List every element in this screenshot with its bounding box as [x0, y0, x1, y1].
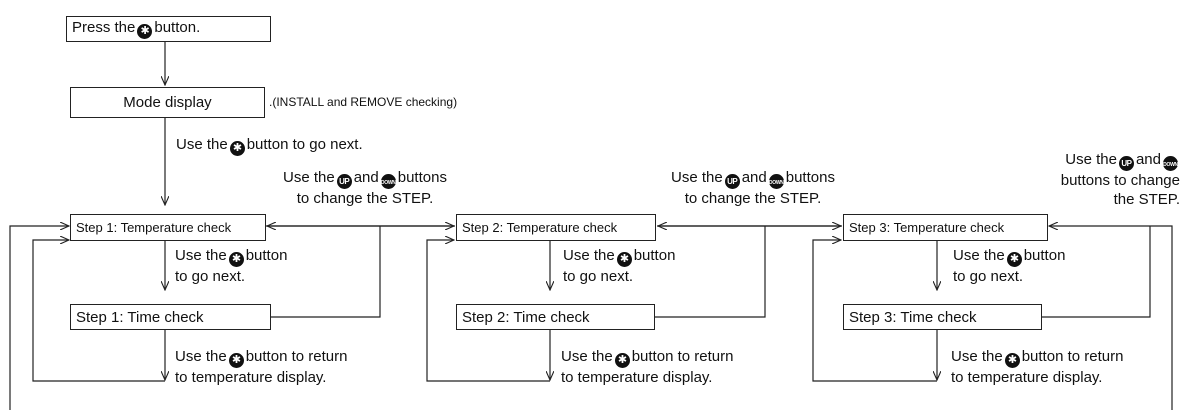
set-button-icon	[616, 252, 632, 267]
step3-temperature-label: Step 3: Temperature check	[849, 220, 1005, 235]
step2-temperature-box: Step 2: Temperature check	[456, 214, 656, 241]
change-step-note-1: Use the and buttons to change the STEP.	[244, 168, 486, 208]
change-step-post: buttons	[397, 169, 447, 186]
step1-time-label: Step 1: Time check	[76, 308, 204, 326]
start-box: Press the button.	[66, 16, 271, 42]
step2-return-note: Use the button to return to temperature d…	[561, 347, 733, 387]
up-button-icon	[1118, 156, 1134, 171]
set-button-icon	[229, 141, 245, 156]
step3-time-box: Step 3: Time check	[843, 304, 1042, 330]
change-step-line2: to change the STEP.	[296, 190, 434, 207]
step2-go-next-note: Use the button to go next.	[563, 246, 675, 286]
return-post: button to return	[245, 348, 348, 365]
mode-display-box: Mode display	[70, 87, 265, 118]
go-next-post: button to go next.	[246, 136, 363, 153]
return-pre: Use the	[175, 348, 227, 365]
set-button-icon	[1006, 252, 1022, 267]
change-step-post: buttons	[785, 169, 835, 186]
start-post-text: button.	[154, 18, 201, 36]
mode-display-label: Mode display	[123, 94, 212, 111]
step2-time-to-step3	[655, 226, 766, 318]
set-button-icon	[137, 23, 153, 39]
up-button-icon	[336, 174, 352, 189]
return-pre: Use the	[561, 348, 613, 365]
outer-left-line	[9, 226, 69, 410]
step2-time-box: Step 2: Time check	[456, 304, 655, 330]
down-button-icon	[380, 174, 396, 189]
outer-return-line	[1049, 226, 1173, 410]
go-next-short-line2: to go next.	[563, 268, 634, 285]
step3-time-label: Step 3: Time check	[849, 308, 977, 326]
change-step3-line3: the STEP.	[1113, 191, 1180, 208]
go-next-note: Use the button to go next.	[176, 135, 363, 156]
change-step-line2: to change the STEP.	[684, 190, 822, 207]
down-button-icon	[768, 174, 784, 189]
go-next-short-pre: Use the	[175, 247, 227, 264]
change-step3-pre: Use the	[1065, 151, 1117, 168]
step1-go-next-note: Use the button to go next.	[175, 246, 287, 286]
step3-temperature-box: Step 3: Temperature check	[843, 214, 1048, 241]
step1-return-loop	[32, 240, 165, 382]
go-next-short-line2: to go next.	[175, 268, 246, 285]
go-next-pre: Use the	[176, 136, 228, 153]
set-button-icon	[228, 353, 244, 368]
step1-time-to-step2	[271, 226, 381, 318]
go-next-short-pre: Use the	[563, 247, 615, 264]
change-step3-line2: buttons to change	[1060, 172, 1180, 189]
down-button-icon	[1163, 156, 1178, 171]
go-next-short-post: button	[1023, 247, 1066, 264]
step3-go-next-note: Use the button to go next.	[953, 246, 1065, 286]
change-step-and: and	[353, 169, 379, 186]
set-button-icon	[614, 353, 630, 368]
return-line2: to temperature display.	[175, 369, 327, 386]
return-post: button to return	[1021, 348, 1124, 365]
step1-time-box: Step 1: Time check	[70, 304, 271, 330]
step2-time-label: Step 2: Time check	[462, 308, 590, 326]
change-step3-and: and	[1135, 151, 1161, 168]
up-button-icon	[724, 174, 740, 189]
mode-note: .(INSTALL and REMOVE checking)	[269, 95, 458, 109]
start-pre-text: Press the	[72, 18, 136, 36]
set-button-icon	[228, 252, 244, 267]
change-step-note-3: Use the and buttons to change the STEP.	[1010, 150, 1180, 209]
set-button-icon	[1004, 353, 1020, 368]
step2-temperature-label: Step 2: Temperature check	[462, 220, 618, 235]
return-line2: to temperature display.	[951, 369, 1103, 386]
return-pre: Use the	[951, 348, 1003, 365]
step1-temperature-box: Step 1: Temperature check	[70, 214, 266, 241]
change-step-and: and	[741, 169, 767, 186]
step1-return-note: Use the button to return to temperature d…	[175, 347, 347, 387]
return-line2: to temperature display.	[561, 369, 713, 386]
go-next-short-post: button	[245, 247, 288, 264]
step3-return-note: Use the button to return to temperature d…	[951, 347, 1123, 387]
change-step-pre: Use the	[283, 169, 335, 186]
step2-return-loop	[426, 240, 550, 382]
change-step-note-2: Use the and buttons to change the STEP.	[632, 168, 874, 208]
go-next-short-line2: to go next.	[953, 268, 1024, 285]
go-next-short-pre: Use the	[953, 247, 1005, 264]
go-next-short-post: button	[633, 247, 676, 264]
return-post: button to return	[631, 348, 734, 365]
step1-temperature-label: Step 1: Temperature check	[76, 220, 232, 235]
step3-return-loop	[812, 240, 937, 382]
change-step-pre: Use the	[671, 169, 723, 186]
step3-time-to-return	[1042, 226, 1151, 318]
